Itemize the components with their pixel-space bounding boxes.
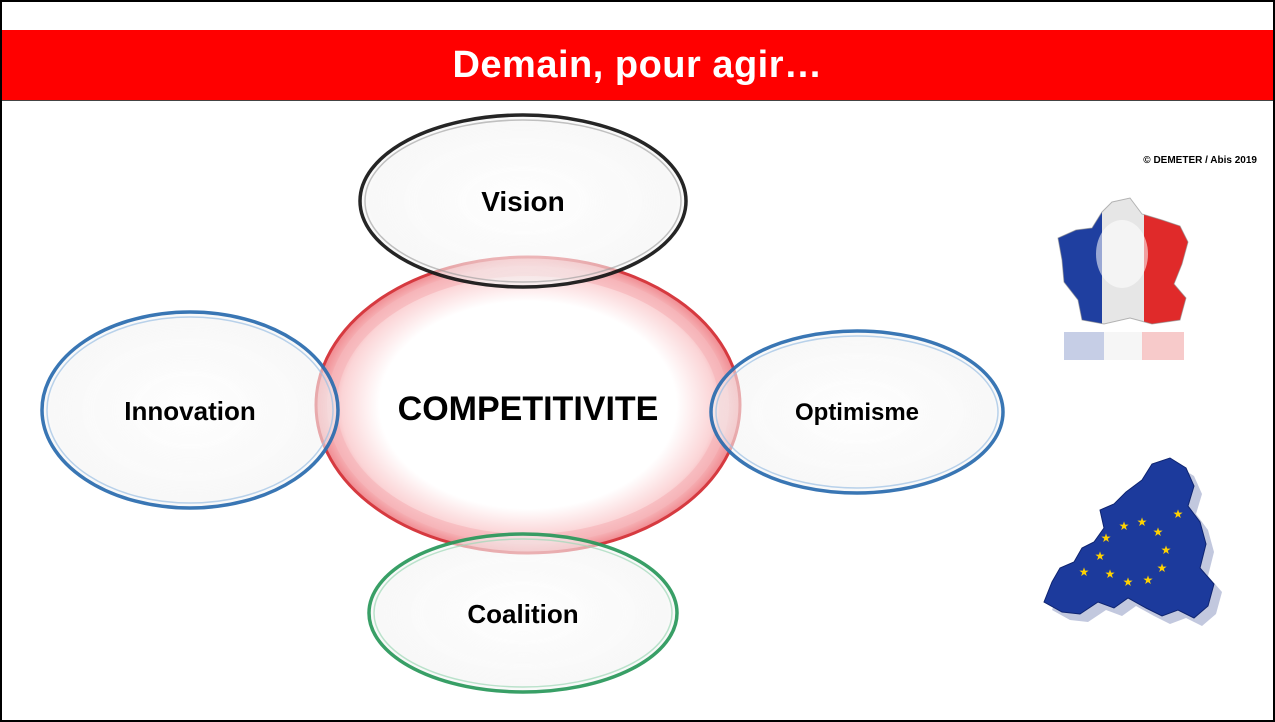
coalition-label: Coalition: [467, 599, 578, 629]
svg-text:★: ★: [1161, 543, 1172, 557]
svg-text:★: ★: [1095, 549, 1106, 563]
svg-text:★: ★: [1143, 573, 1154, 587]
node-coalition: Coalition: [367, 532, 679, 694]
svg-text:★: ★: [1079, 565, 1090, 579]
optimisme-label: Optimisme: [795, 399, 919, 426]
svg-text:★: ★: [1137, 515, 1148, 529]
svg-text:★: ★: [1173, 507, 1184, 521]
slide-title: Demain, pour agir…: [452, 43, 823, 86]
node-optimisme: Optimisme: [709, 329, 1005, 495]
center-node-competitivite: COMPETITIVITE: [314, 255, 742, 555]
svg-text:★: ★: [1101, 531, 1112, 545]
svg-text:★: ★: [1119, 519, 1130, 533]
svg-text:★: ★: [1157, 561, 1168, 575]
svg-text:★: ★: [1153, 525, 1164, 539]
france-flag-map-icon: [1057, 197, 1189, 360]
svg-text:★: ★: [1123, 575, 1134, 589]
center-label: COMPETITIVITE: [398, 390, 659, 428]
copyright-notice: © DEMETER / Abis 2019: [1143, 155, 1257, 166]
vision-label: Vision: [481, 186, 565, 217]
title-bar: Demain, pour agir…: [2, 30, 1273, 101]
innovation-label: Innovation: [124, 396, 255, 426]
europe-eu-map-icon: ★ ★ ★ ★ ★ ★ ★ ★ ★ ★ ★ ★: [1043, 457, 1222, 626]
svg-text:★: ★: [1105, 567, 1116, 581]
node-innovation: Innovation: [40, 310, 340, 510]
node-vision: Vision: [358, 113, 688, 289]
